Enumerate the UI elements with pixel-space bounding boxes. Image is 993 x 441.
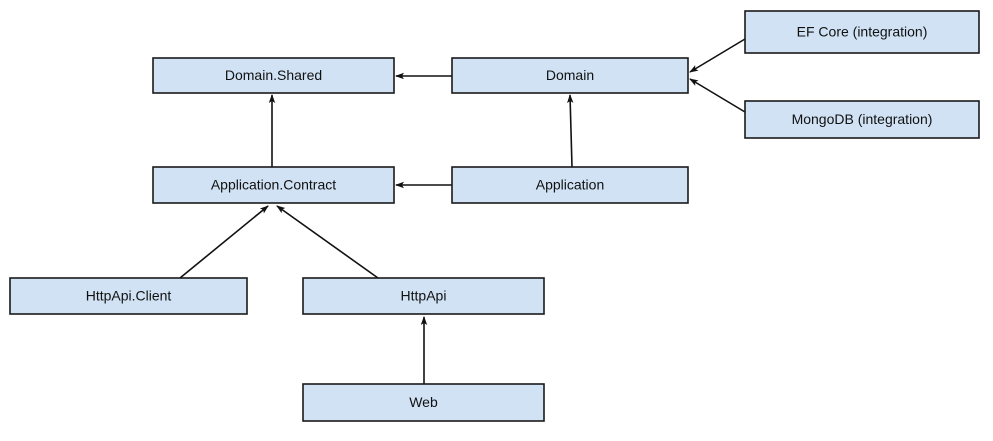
node-box-httpapi[interactable]: [302, 277, 545, 315]
node-box-application-contract[interactable]: [152, 166, 395, 204]
edge-httpapi-client-to-application-contract: [179, 205, 269, 279]
node-box-domain[interactable]: [451, 57, 689, 94]
node-httpapi[interactable]: HttpApi: [302, 277, 545, 315]
edge-ef-core-to-domain: [689, 38, 746, 73]
node-httpapi-client[interactable]: HttpApi.Client: [9, 277, 248, 315]
node-box-mongodb[interactable]: [744, 100, 980, 139]
node-box-web[interactable]: [302, 383, 545, 422]
node-mongodb[interactable]: MongoDB (integration): [744, 100, 980, 139]
node-application-contract[interactable]: Application.Contract: [152, 166, 395, 204]
edge-application-to-domain: [567, 94, 574, 168]
nodes-layer: EF Core (integration) MongoDB (integratio…: [9, 10, 980, 422]
edge-mongodb-to-domain: [689, 78, 746, 113]
node-application[interactable]: Application: [451, 166, 689, 204]
node-box-httpapi-client[interactable]: [9, 277, 248, 315]
node-web[interactable]: Web: [302, 383, 545, 422]
edges-layer: [179, 38, 746, 384]
edge-httpapi-to-application-contract: [276, 205, 379, 279]
node-domain-shared[interactable]: Domain.Shared: [152, 57, 395, 94]
node-domain[interactable]: Domain: [451, 57, 689, 94]
node-box-application[interactable]: [451, 166, 689, 204]
node-ef-core[interactable]: EF Core (integration): [744, 10, 980, 54]
node-box-ef-core[interactable]: [744, 10, 980, 54]
node-box-domain-shared[interactable]: [152, 57, 395, 94]
